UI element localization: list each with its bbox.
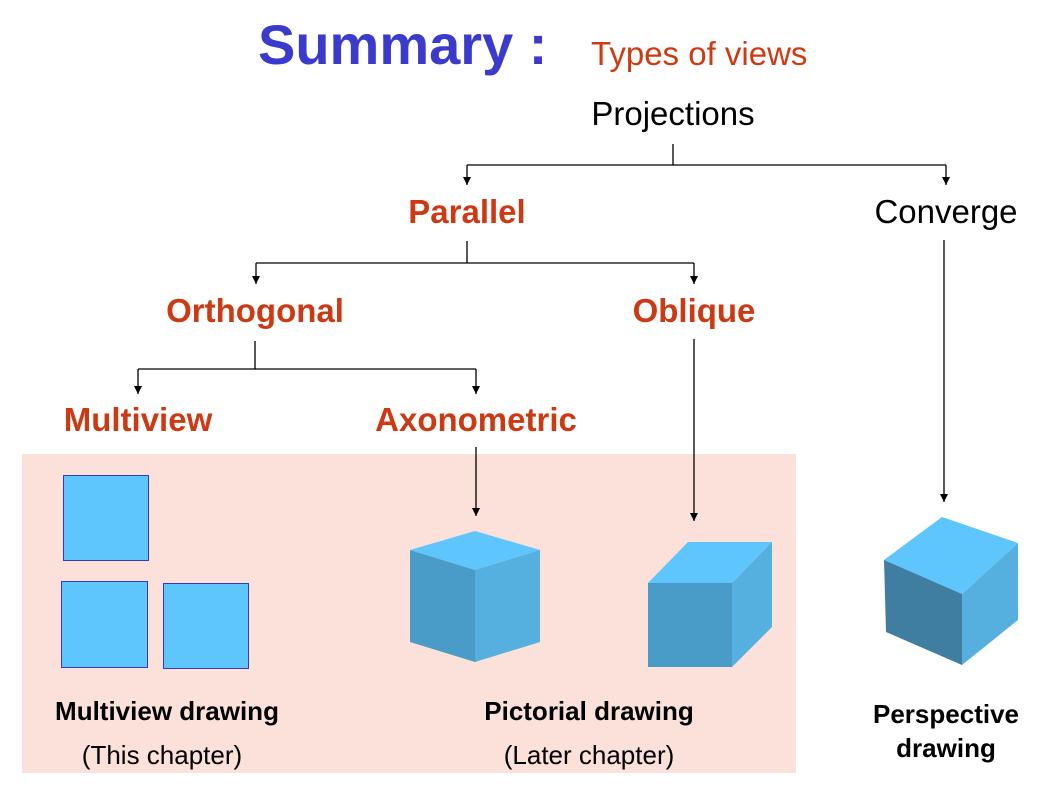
caption-perspective-line2: drawing xyxy=(896,733,996,763)
isometric-cube-top xyxy=(410,531,540,570)
oblique-cube xyxy=(648,542,772,667)
isometric-cube xyxy=(410,531,540,662)
multiview-side-view xyxy=(163,583,249,669)
node-orthogonal: Orthogonal xyxy=(166,292,344,329)
node-converge: Converge xyxy=(874,193,1018,230)
node-axonometric: Axonometric xyxy=(375,401,577,438)
oblique-cube-side xyxy=(732,542,772,667)
node-multiview: Multiview xyxy=(63,401,213,438)
multiview-top-view xyxy=(63,475,149,561)
perspective-cube xyxy=(884,517,1018,665)
node-oblique: Oblique xyxy=(632,292,756,329)
node-projections: Projections xyxy=(591,95,755,132)
perspective-cube-front xyxy=(884,560,962,665)
perspective-cube-side xyxy=(962,543,1018,665)
caption-pictorial-drawing: Pictorial drawing xyxy=(484,696,694,726)
oblique-cube-front xyxy=(648,583,732,667)
note-pictorial-chapter: (Later chapter) xyxy=(503,740,675,770)
page-title: Summary : xyxy=(258,13,548,76)
caption-perspective-line1: Perspective xyxy=(873,699,1019,729)
isometric-cube-right xyxy=(475,550,540,662)
caption-multiview-drawing: Multiview drawing xyxy=(55,696,279,726)
oblique-cube-top xyxy=(648,542,772,583)
perspective-cube-top xyxy=(884,517,1018,594)
multiview-front-view xyxy=(61,581,148,668)
node-parallel: Parallel xyxy=(408,193,526,230)
isometric-cube-left xyxy=(410,550,475,662)
note-multiview-chapter: (This chapter) xyxy=(81,740,243,770)
page-subtitle: Types of views xyxy=(591,35,808,72)
